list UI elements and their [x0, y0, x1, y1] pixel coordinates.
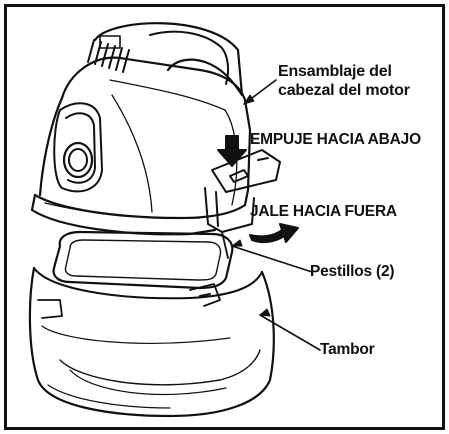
frame-border — [4, 4, 445, 430]
pull-out-label: JALE HACIA FUERA — [250, 203, 397, 220]
push-down-arrow — [217, 135, 247, 167]
drum — [28, 230, 275, 418]
push-down-label: EMPUJE HACIA ABAJO — [250, 131, 421, 148]
pull-out-arrow — [249, 223, 299, 244]
latch-mechanism — [204, 149, 281, 259]
latches-label: Pestillos (2) — [310, 263, 395, 280]
motor-head-label-line2: cabezal del motor — [278, 82, 410, 99]
drum-label: Tambor — [320, 341, 375, 358]
motor-head-label-line1: Ensamblaje del — [278, 63, 392, 80]
motor-head-label: Ensamblaje del cabezal del motor — [278, 62, 410, 100]
